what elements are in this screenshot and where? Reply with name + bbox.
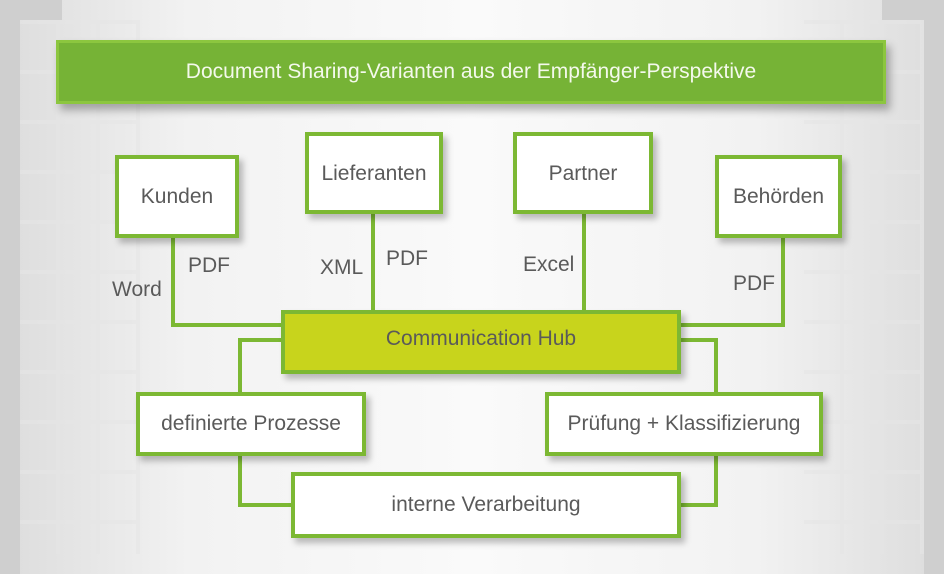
background-grid <box>804 20 924 554</box>
connector-behoerden <box>678 323 785 327</box>
connector-intern <box>238 503 293 507</box>
communication-hub: Communication Hub <box>281 310 681 374</box>
frame-edge <box>924 0 944 574</box>
connector-lieferanten <box>371 213 375 312</box>
format-label: Word <box>112 278 162 301</box>
node-pruefung-klassifizierung: Prüfung + Klassifizierung <box>545 392 823 456</box>
connector-pruefung <box>678 338 718 342</box>
node-behoerden: Behörden <box>715 155 842 238</box>
format-label: PDF <box>188 254 230 277</box>
format-label: PDF <box>386 247 428 270</box>
format-label: PDF <box>733 272 775 295</box>
connector-intern-right <box>714 453 718 507</box>
connector-prozesse <box>238 338 242 394</box>
node-partner: Partner <box>513 132 653 214</box>
connector-pruefung <box>714 338 718 394</box>
format-label: Excel <box>523 253 575 276</box>
connector-behoerden <box>781 237 785 327</box>
background-grid <box>20 20 140 554</box>
connector-intern-right <box>678 503 718 507</box>
connector-prozesse <box>238 338 283 342</box>
node-definierte-prozesse: definierte Prozesse <box>136 392 366 456</box>
connector-kunden <box>171 237 175 327</box>
connector-kunden <box>171 323 283 327</box>
node-interne-verarbeitung: interne Verarbeitung <box>291 472 681 538</box>
frame-edge <box>0 0 20 574</box>
node-lieferanten: Lieferanten <box>305 132 443 214</box>
diagram-title: Document Sharing-Varianten aus der Empfä… <box>56 40 886 104</box>
connector-intern <box>238 453 242 507</box>
node-kunden: Kunden <box>115 155 239 238</box>
connector-partner <box>582 213 586 312</box>
format-label: XML <box>320 256 364 279</box>
